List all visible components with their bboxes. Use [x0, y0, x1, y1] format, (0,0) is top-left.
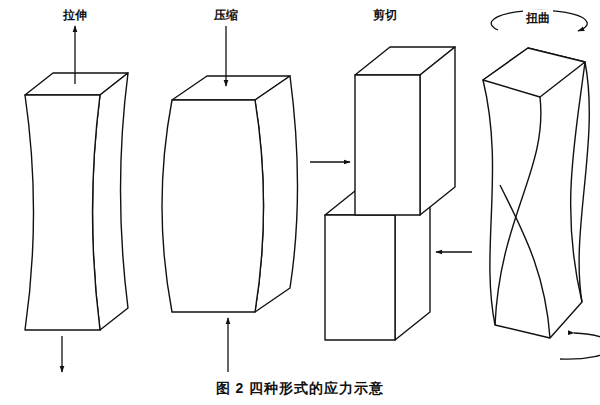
force-arrow: [61, 336, 62, 372]
text-anchor: 扭曲: [523, 8, 553, 27]
stress-label: 拉伸: [60, 7, 90, 24]
text-anchor: 压缩: [211, 5, 241, 24]
figure-caption: 图 2 四种形式的应力示意: [213, 380, 388, 398]
force-arrow: [227, 318, 228, 372]
force-arrow: [74, 26, 75, 84]
stress-label: 压缩: [211, 7, 241, 24]
force-arrow: [310, 161, 350, 162]
text-anchor: 剪切: [370, 5, 400, 24]
torsion-block: [483, 48, 589, 338]
stress-label: 扭曲: [523, 10, 553, 27]
shear-blocks: [325, 47, 455, 340]
force-arrow: [436, 251, 472, 252]
rotation-arrow: [491, 10, 587, 31]
stress-label: 剪切: [370, 7, 400, 24]
compression-block: [162, 76, 298, 312]
tension-block: [25, 73, 128, 330]
text-anchor: 图 2 四种形式的应力示意: [213, 379, 388, 398]
text-anchor: 拉伸: [60, 5, 90, 24]
force-arrow: [225, 26, 226, 86]
rotation-arrow: [560, 333, 600, 359]
